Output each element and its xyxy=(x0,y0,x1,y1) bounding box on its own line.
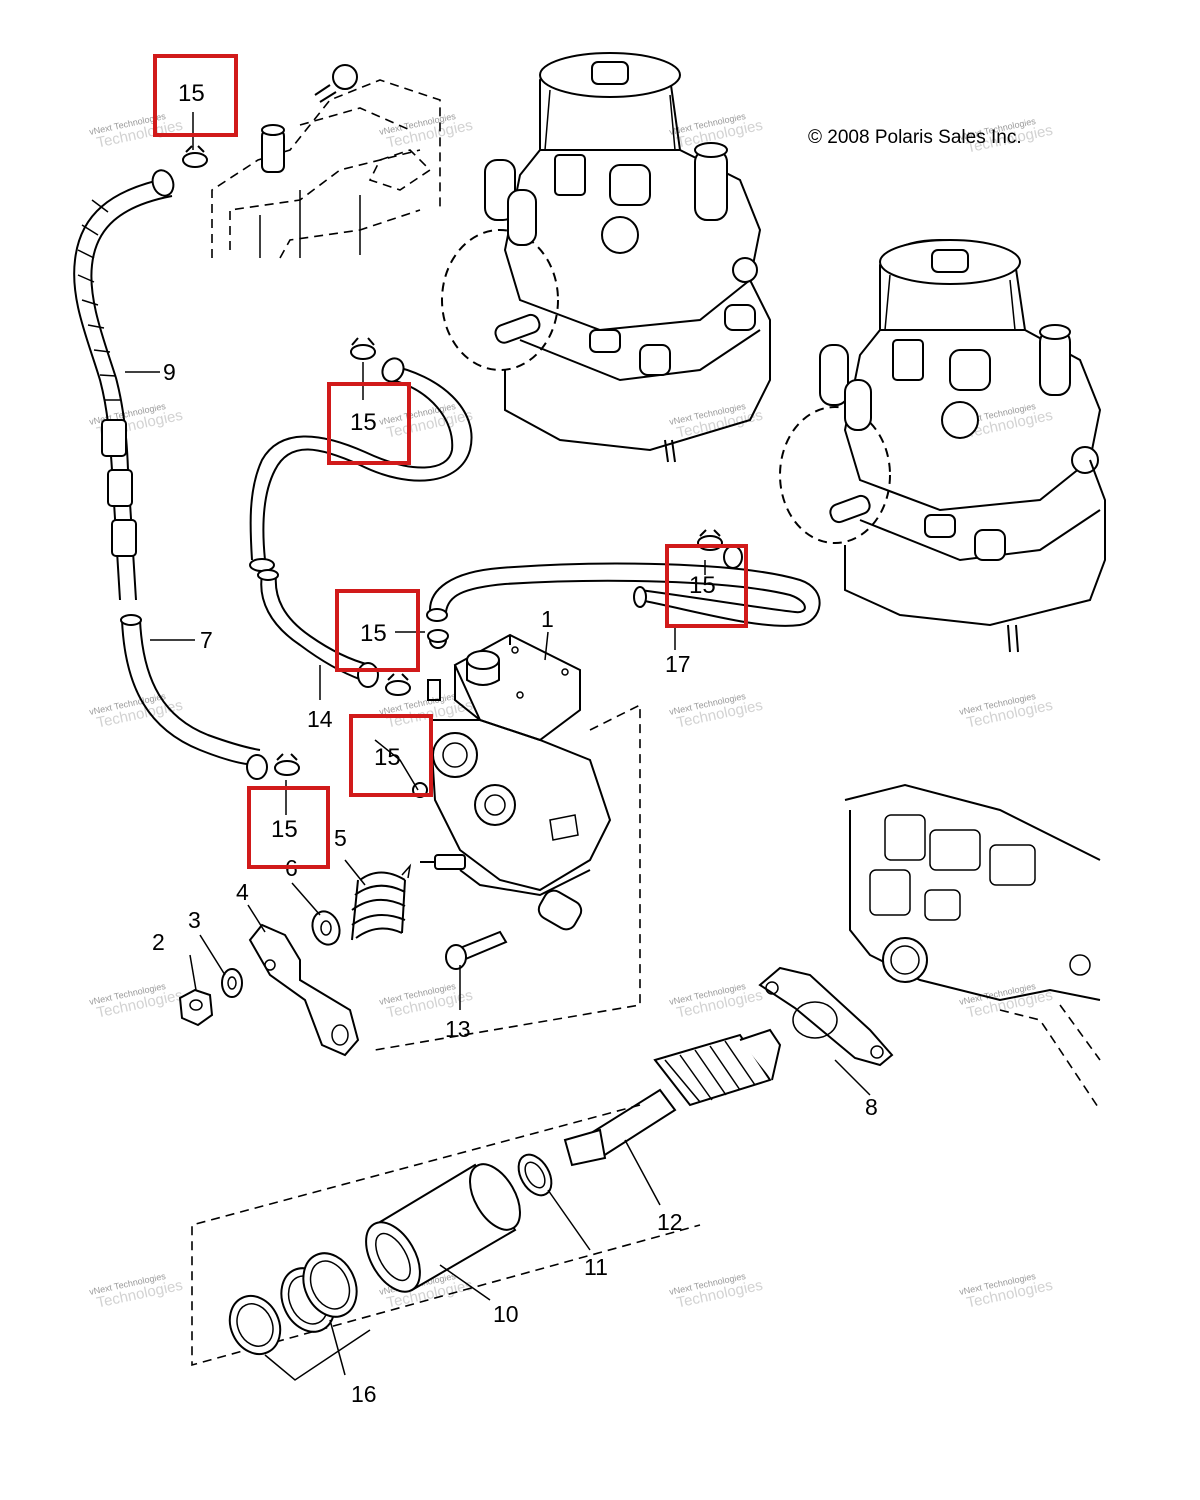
gear-shaft xyxy=(563,1028,782,1167)
watermark: Technologies vNext Technologies xyxy=(88,981,184,1022)
highlight-box[interactable]: 15 xyxy=(349,714,433,797)
small-parts xyxy=(178,863,508,1057)
callout-label: 2 xyxy=(152,929,165,955)
watermark: Technologies vNext Technologies xyxy=(88,111,184,152)
callout-label: 14 xyxy=(307,706,333,732)
watermark: Technologies vNext Technologies xyxy=(88,1271,184,1312)
carburetor-left xyxy=(441,52,771,463)
callout-label: 9 xyxy=(163,359,176,385)
oil-pump xyxy=(374,631,641,1051)
engine-block-top xyxy=(211,64,441,259)
callout-label: 5 xyxy=(334,825,347,851)
callout-15-label: 15 xyxy=(360,620,387,647)
hose-9 xyxy=(73,169,175,601)
watermark: Technologies vNext Technologies xyxy=(958,1271,1054,1312)
callout-label: 1 xyxy=(541,606,554,632)
callout-label: 10 xyxy=(493,1301,519,1327)
hose-clamps xyxy=(182,145,723,776)
clamp xyxy=(385,673,411,696)
clamp xyxy=(427,629,449,643)
engine-case-lower xyxy=(844,783,1101,1111)
callout-15-label: 15 xyxy=(689,572,716,599)
clamp xyxy=(350,337,376,360)
leader-lines xyxy=(125,112,871,1381)
highlight-box[interactable]: 15 xyxy=(335,589,420,672)
watermark: Technologies vNext Technologies xyxy=(958,981,1054,1022)
hose-17 xyxy=(426,545,821,627)
carburetor-right xyxy=(779,238,1106,653)
hose-7 xyxy=(120,614,268,780)
watermark: Technologies vNext Technologies xyxy=(668,1271,764,1312)
callout-15-label: 15 xyxy=(271,816,298,843)
callout-label: 13 xyxy=(445,1016,471,1042)
fitting-cap xyxy=(332,64,358,90)
highlight-box[interactable]: 15 xyxy=(153,54,238,137)
watermark: Technologies vNext Technologies xyxy=(378,111,474,152)
callout-label: 8 xyxy=(865,1094,878,1120)
callout-15-label: 15 xyxy=(350,409,377,436)
callout-15-label: 15 xyxy=(178,80,205,107)
callout-15-label: 15 xyxy=(374,744,401,771)
callout-label: 4 xyxy=(236,879,249,905)
callout-label: 17 xyxy=(665,651,691,677)
watermarks: Technologies vNext Technologies Technolo… xyxy=(88,111,1054,1312)
callout-label: 7 xyxy=(200,627,213,653)
callout-label: 3 xyxy=(188,907,201,933)
gasket xyxy=(758,966,894,1067)
callout-label: 12 xyxy=(657,1209,683,1235)
watermark: Technologies vNext Technologies xyxy=(668,691,764,732)
copyright-text: © 2008 Polaris Sales Inc. xyxy=(808,127,1022,148)
highlighted-callouts: 15 15 15 15 15 15 xyxy=(153,54,748,869)
clamp xyxy=(182,145,208,168)
clamp xyxy=(274,753,300,776)
lower-parts xyxy=(191,1104,701,1367)
callout-label: 16 xyxy=(351,1381,377,1407)
watermark: Technologies vNext Technologies xyxy=(958,691,1054,732)
spring xyxy=(351,863,412,941)
highlight-box[interactable]: 15 xyxy=(665,544,748,628)
highlight-box[interactable]: 15 xyxy=(327,382,411,465)
watermark: Technologies vNext Technologies xyxy=(668,981,764,1022)
highlight-box[interactable]: 15 xyxy=(247,786,330,869)
callout-label: 11 xyxy=(584,1254,608,1280)
